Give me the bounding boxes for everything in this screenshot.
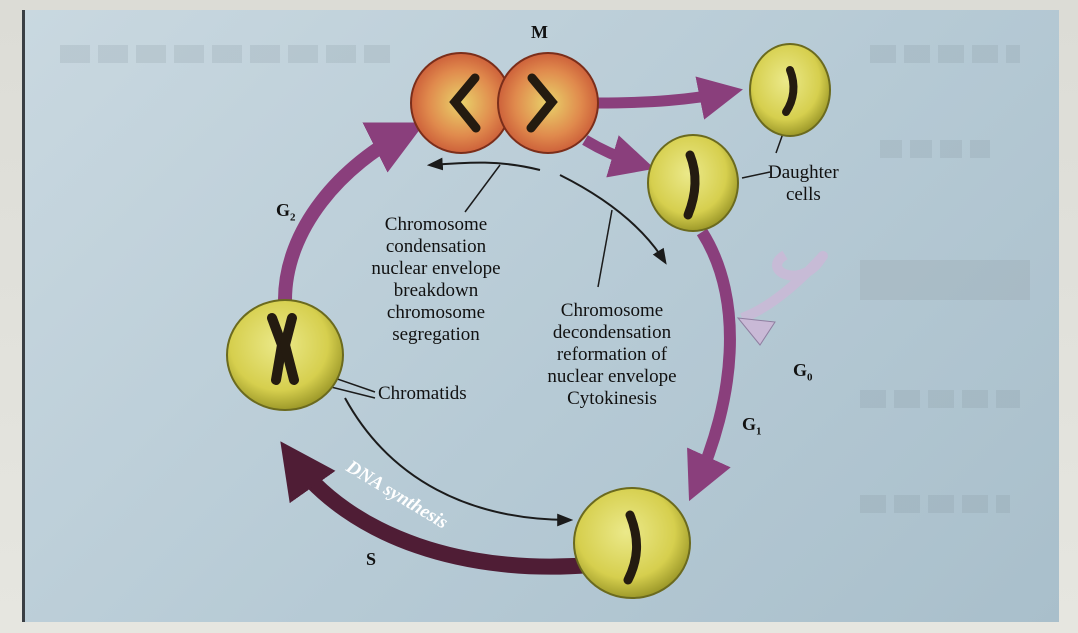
dividing-cell <box>411 53 598 153</box>
g1-cell <box>574 488 690 598</box>
daughter-cell-lower <box>648 135 738 231</box>
decondensation-pointer <box>598 210 612 287</box>
condensation-arrow <box>430 163 540 170</box>
phase-label-g1: G1 <box>742 414 762 438</box>
daughter-cell-top <box>750 44 830 136</box>
daughter-cells-label: Daughter cells <box>768 162 839 206</box>
daughter-pointer-lower <box>742 172 770 178</box>
g0-loop-arrowhead <box>738 318 775 345</box>
chromatids-label: Chromatids <box>378 383 467 405</box>
m-to-daughter-arrow-top <box>598 92 730 103</box>
phase-label-s: S <box>366 549 376 570</box>
m-to-daughter-arrow-lower <box>585 140 642 165</box>
condensation-pointer <box>465 165 500 212</box>
phase-label-g2: G2 <box>276 200 296 224</box>
decondensation-label: Chromosome decondensation reformation of… <box>532 300 692 410</box>
g1-arrow <box>695 232 730 488</box>
dna-synthesis-thin-arrow <box>345 398 570 520</box>
g2-cell <box>227 300 343 410</box>
phase-label-g0: G0 <box>793 360 813 384</box>
phase-label-m: M <box>531 22 548 43</box>
g0-loop-arrow <box>742 255 823 318</box>
condensation-label: Chromosome condensation nuclear envelope… <box>356 214 516 346</box>
